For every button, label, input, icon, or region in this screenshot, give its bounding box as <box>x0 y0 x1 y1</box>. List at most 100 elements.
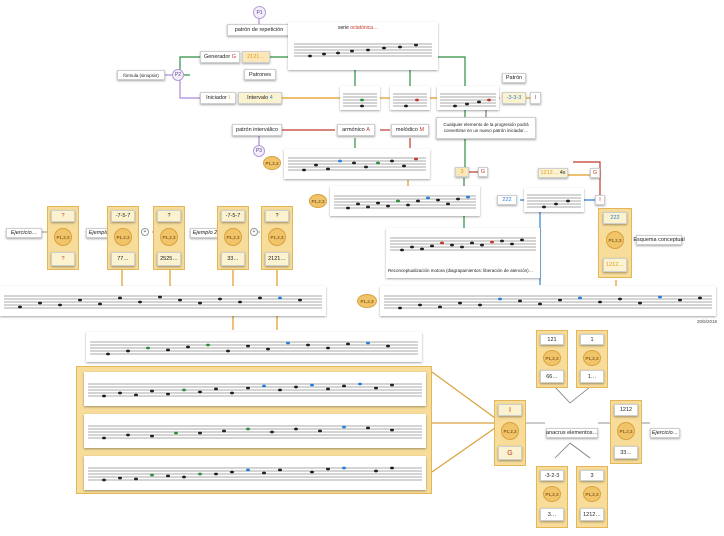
anacrus-box[interactable]: anacrus elementos… <box>546 428 598 438</box>
mini4-top[interactable]: -7-5-7 <box>221 210 245 222</box>
patron-value-box[interactable]: -3-3-3 <box>502 92 526 104</box>
mini4-node-label: P1,2,3 <box>226 234 240 240</box>
mini4-bottom[interactable]: 33… <box>221 252 245 266</box>
esquema-p-node[interactable]: P1,2,3 <box>606 231 624 249</box>
patron-repeticion-box[interactable]: patrón de repetición <box>227 24 291 36</box>
plus-1: + <box>141 228 149 236</box>
ig-top-label: I <box>509 406 511 414</box>
rp3-top[interactable]: -3-2-3 <box>540 470 564 481</box>
patron-intervalico-label: patrón interválico <box>236 127 278 133</box>
melodico-box[interactable]: melódico M <box>391 124 429 136</box>
patron-box[interactable]: Patrón <box>502 73 526 83</box>
mini1-node-label: P1,2,3 <box>56 234 70 240</box>
cualquier-box[interactable]: Cualquier elemento de la progresión podr… <box>436 117 536 139</box>
mini1-top[interactable]: ? <box>51 210 75 222</box>
mini3-top[interactable]: ? <box>157 210 181 222</box>
mini2-top[interactable]: -7-5-7 <box>111 210 135 222</box>
ig-node-label: P1,2,3 <box>503 428 517 434</box>
stave-patron <box>437 86 499 110</box>
rp2-bottom[interactable]: 1… <box>580 370 604 383</box>
rp5-top[interactable]: 1212 <box>614 404 638 416</box>
patron-letter: I <box>534 95 537 101</box>
esquema-top-box[interactable]: 222 <box>603 212 627 224</box>
mini3-node[interactable]: P1,2,3 <box>160 228 178 246</box>
esquema-bottom-box[interactable]: 1212… <box>603 258 627 272</box>
rp2-node[interactable]: P1,2,3 <box>583 350 601 366</box>
rp1-bottom[interactable]: 66… <box>540 370 564 383</box>
rp5-top-label: 1212 <box>619 407 633 413</box>
mini1-node[interactable]: P1,2,3 <box>54 228 72 246</box>
p1-node[interactable]: P1 <box>253 6 266 19</box>
patron-label: Patrón <box>505 75 523 81</box>
g-right-box[interactable]: G <box>590 168 600 178</box>
mini2-bottom[interactable]: 77… <box>111 252 135 266</box>
rp5-bottom[interactable]: 33… <box>614 446 638 459</box>
ig-node[interactable]: P1,2,3 <box>501 422 519 440</box>
armonico-label: armónico <box>342 127 365 133</box>
ig-top-box[interactable]: I <box>498 404 522 416</box>
rp1-node-label: P1,2,3 <box>545 355 559 361</box>
mini5-bottom[interactable]: 2121… <box>265 252 289 266</box>
val-1212: 1212… <box>540 170 559 176</box>
intervalo-num: 4 <box>269 95 273 101</box>
rp4-node[interactable]: P1,2,3 <box>583 486 601 502</box>
ig-bottom-box[interactable]: G <box>498 446 522 460</box>
mini2-node[interactable]: P1,2,3 <box>114 228 132 246</box>
rp3-node-label: P1,2,3 <box>545 491 559 497</box>
p2-node[interactable]: P2 <box>172 69 184 81</box>
mini3-top-label: ? <box>167 213 171 219</box>
esquema-label-box[interactable]: Esquema conceptual <box>633 235 685 245</box>
intervalo-box[interactable]: Intervalo 4 <box>238 92 282 104</box>
stave-row-2 <box>330 186 480 216</box>
mini1-bottom[interactable]: ? <box>51 252 75 266</box>
rp3-node[interactable]: P1,2,3 <box>543 486 561 502</box>
mini1-top-label: ? <box>61 213 65 219</box>
rp1-top-label: 121 <box>547 336 557 343</box>
mini3-bottom[interactable]: 2525… <box>157 252 181 266</box>
patron-intervalico-box[interactable]: patrón interválico <box>232 124 282 136</box>
generador-box[interactable]: Generador G <box>200 51 240 63</box>
stave-reconceptual: Reconceptualización motora (diagrapamien… <box>386 228 540 278</box>
generador-letter: G <box>231 54 237 60</box>
small-g-box[interactable]: G <box>478 167 488 177</box>
rp2-top[interactable]: 1 <box>580 334 604 345</box>
ig-bottom-label: G <box>507 449 513 457</box>
rp5-node[interactable]: P1,2,3 <box>617 422 635 440</box>
i-right-box[interactable]: I <box>595 195 605 205</box>
rp4-bottom[interactable]: 1212… <box>580 508 604 521</box>
stave-right-long <box>380 286 716 316</box>
mini5-top[interactable]: ? <box>265 210 289 222</box>
p-orange-1[interactable]: P1,2,3 <box>263 156 281 170</box>
ejercicio-right-box[interactable]: Ejercicio… <box>650 428 680 438</box>
mini2-node-label: P1,2,3 <box>116 234 130 240</box>
melodico-label: melódico <box>395 127 418 133</box>
p-orange-2[interactable]: P1,2,3 <box>309 194 327 208</box>
patron-repeticion-label: patrón de repetición <box>234 27 284 33</box>
patrones-box[interactable]: Patrones <box>244 69 276 80</box>
rp4-top[interactable]: 3 <box>580 470 604 481</box>
val-1212-box[interactable]: 1212… 4x <box>538 168 568 178</box>
rp1-top[interactable]: 121 <box>540 334 564 345</box>
rp1-node[interactable]: P1,2,3 <box>543 350 561 366</box>
armonico-box[interactable]: armónico A <box>337 124 375 136</box>
stave-melodico <box>390 86 430 110</box>
generador-value-box[interactable]: 2121… <box>242 51 270 63</box>
p1-label: P1 <box>256 9 263 16</box>
iniciador-box[interactable]: Iniciador I <box>200 92 236 104</box>
ejercicio-left-box[interactable]: Ejercicio… <box>6 228 42 238</box>
iniciador-label: Iniciador <box>206 95 227 101</box>
ejemplo2-box[interactable]: Ejemplo 2 <box>190 228 220 238</box>
date-label: 20/6/2016 <box>697 319 718 324</box>
stave-222 <box>524 188 584 212</box>
val-222-box[interactable]: 222 <box>497 195 517 205</box>
rp3-bottom[interactable]: 3… <box>540 508 564 521</box>
p-orange-right[interactable]: P1,2,3 <box>357 294 377 308</box>
formula-label: fórmula (sinopsis) <box>123 72 159 78</box>
small-3-box[interactable]: 3 <box>455 167 469 177</box>
mini5-node[interactable]: P1,2,3 <box>268 228 286 246</box>
formula-box[interactable]: fórmula (sinopsis) <box>117 70 165 80</box>
stave-bottom-3 <box>84 456 426 490</box>
patron-letter-box[interactable]: I <box>530 92 541 104</box>
p3-node[interactable]: P3 <box>253 145 265 157</box>
mini4-node[interactable]: P1,2,3 <box>224 228 242 246</box>
